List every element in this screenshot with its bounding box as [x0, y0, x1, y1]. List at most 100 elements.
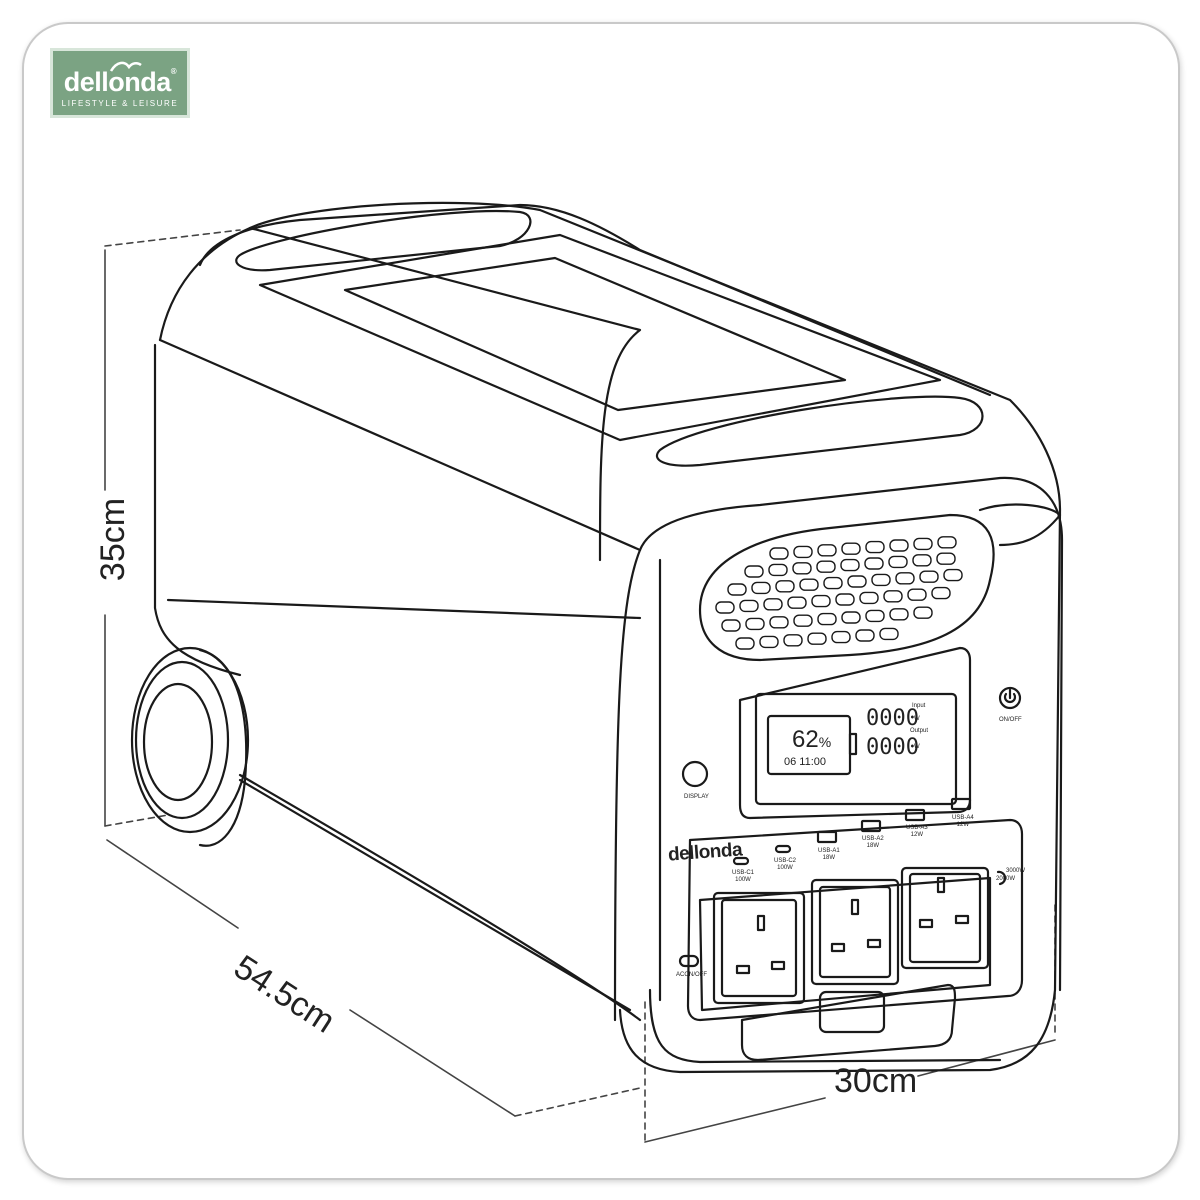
vent-hole	[739, 599, 759, 613]
vent-hole	[759, 635, 779, 649]
vent-hole	[889, 539, 909, 552]
vent-hole	[912, 554, 932, 567]
width-dimension-line	[644, 904, 1056, 1143]
vent-hole	[865, 540, 885, 554]
vent-hole	[889, 608, 909, 621]
vent-hole	[783, 634, 803, 647]
vent-grille	[698, 503, 1062, 662]
vent-hole	[745, 617, 765, 631]
usb-a-port-icon	[950, 797, 972, 811]
vent-hole	[721, 619, 741, 632]
wave-logo-icon	[109, 61, 142, 72]
front-handle	[740, 983, 957, 1062]
vent-hole	[907, 588, 927, 601]
vent-hole	[769, 547, 789, 560]
vent-hole	[841, 542, 861, 555]
vent-hole	[855, 629, 875, 642]
output-label: Output	[910, 728, 929, 734]
vent-hole	[859, 591, 879, 605]
vent-hole	[865, 609, 885, 623]
vent-hole	[799, 578, 819, 591]
brand-logo: dellonda® LIFESTYLE & LEISURE	[50, 48, 190, 118]
vent-hole	[835, 593, 855, 606]
height-dimension-line	[104, 229, 241, 827]
logo-name: dellonda®	[63, 67, 177, 97]
vent-hole	[792, 562, 812, 575]
usb-a-port-icon	[904, 808, 926, 822]
clock-readout: 06 11:00	[784, 756, 827, 768]
ac-switch	[678, 954, 700, 968]
vent-hole	[937, 536, 957, 549]
vent-hole	[817, 612, 837, 626]
vent-hole	[895, 572, 915, 585]
vent-hole	[919, 570, 939, 583]
vent-hole	[831, 630, 851, 644]
display-button-label: DISPLAY	[684, 794, 709, 800]
vent-hole	[735, 637, 755, 650]
height-label: 35cm	[94, 497, 133, 582]
display-button	[681, 760, 709, 788]
vent-hole	[883, 590, 903, 603]
power-button	[998, 686, 1022, 710]
vent-hole	[751, 581, 771, 595]
vent-hole	[793, 545, 813, 559]
port-panel	[686, 818, 1024, 1022]
battery-percent: 62%	[792, 726, 832, 753]
vent-hole	[888, 555, 908, 569]
vent-hole	[768, 563, 788, 577]
ac-mode-icon	[996, 870, 1007, 886]
usb-c-port-icon	[774, 844, 792, 854]
vent-hole	[807, 632, 827, 645]
ac-switch-label: ACON/OFF	[676, 972, 707, 978]
display-window	[738, 646, 972, 820]
vent-hole	[913, 537, 933, 551]
vent-holes	[715, 536, 963, 650]
vent-hole	[931, 586, 951, 600]
power-icon	[1003, 688, 1017, 704]
vent-hole	[787, 596, 807, 609]
vent-hole	[715, 601, 735, 614]
unit-body	[153, 201, 1064, 1074]
vent-hole	[913, 606, 933, 619]
wheel	[130, 646, 250, 847]
uk-socket-2	[810, 878, 900, 986]
vent-hole	[840, 558, 860, 572]
vent-hole	[823, 576, 843, 590]
vent-hole	[816, 560, 836, 573]
output-unit: W	[914, 744, 920, 750]
vent-hole	[871, 573, 891, 587]
input-label: Input	[912, 703, 926, 709]
power-button-label: ON/OFF	[999, 717, 1022, 723]
vent-hole	[943, 568, 963, 582]
vent-hole	[763, 598, 783, 611]
uk-socket-3	[900, 866, 990, 970]
vent-hole	[775, 580, 795, 593]
vent-hole	[879, 627, 899, 641]
usb-c-port-icon	[732, 856, 750, 866]
ac-mode-line2: 2000W	[996, 876, 1016, 882]
ac-mode-line1: 3000W	[1006, 868, 1026, 874]
logo-tagline: LIFESTYLE & LEISURE	[61, 99, 179, 108]
usb-a-port-icon	[816, 830, 838, 844]
vent-hole	[727, 583, 747, 596]
vent-hole	[841, 611, 861, 624]
vent-hole	[811, 594, 831, 608]
vent-hole	[817, 544, 837, 557]
vent-hole	[847, 575, 867, 588]
vent-hole	[864, 557, 884, 570]
usb-ports	[732, 797, 972, 866]
input-unit: W	[914, 716, 920, 722]
output-watts: 0000	[866, 735, 919, 760]
width-label: 30cm	[834, 1062, 918, 1100]
depth-dimension-line	[106, 839, 641, 1117]
vent-hole	[744, 565, 764, 578]
vent-hole	[936, 552, 956, 565]
vent-hole	[793, 614, 813, 627]
